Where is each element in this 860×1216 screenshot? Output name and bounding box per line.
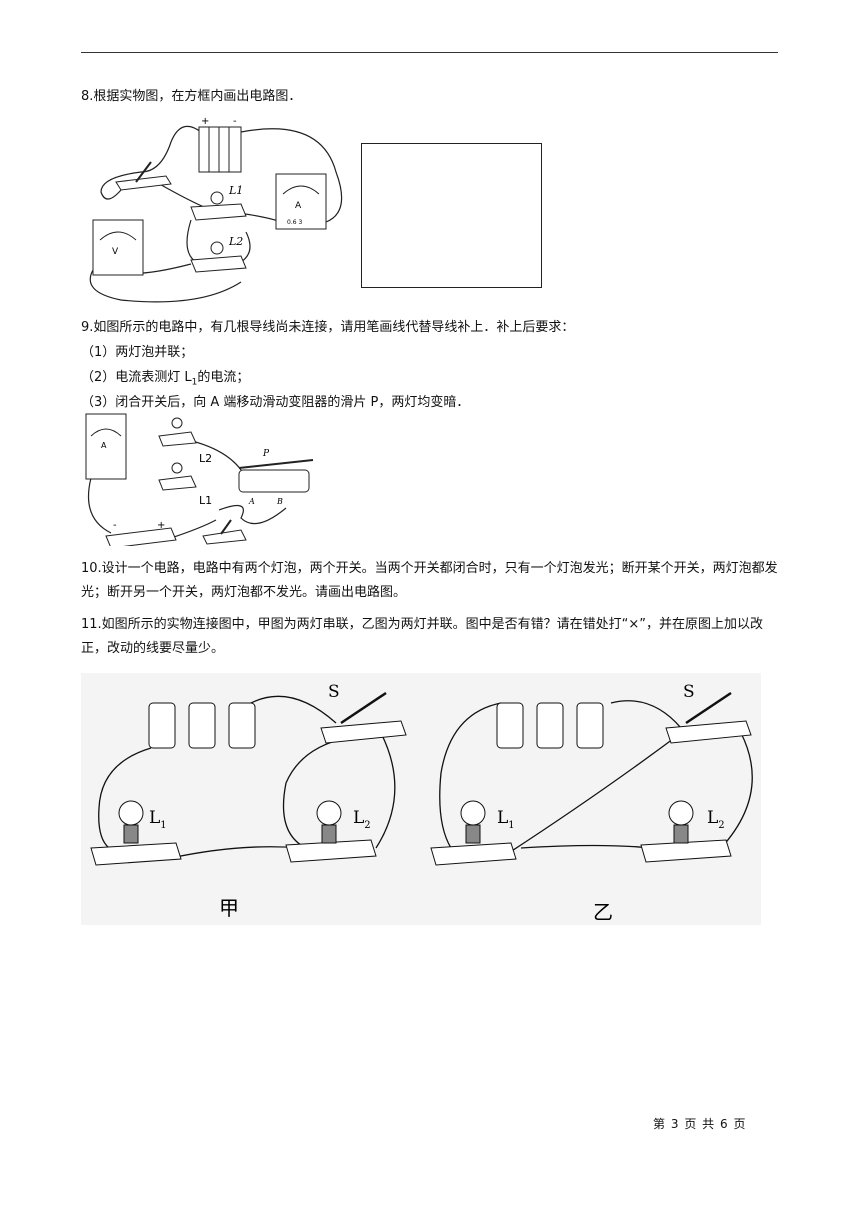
switch-label: S [683, 682, 695, 702]
ammeter-icon: A [85, 413, 127, 480]
wire [87, 477, 112, 534]
page-number: 3 [670, 1117, 679, 1131]
answer-box[interactable] [361, 143, 542, 288]
voltmeter-label: V [112, 247, 119, 257]
switch-s-icon: S [665, 682, 752, 744]
lamp-l1-icon: L1 [430, 800, 517, 866]
battery-minus-label: - [113, 520, 117, 531]
question-11-text: 11.如图所示的实物连接图中，甲图为两灯串联，乙图为两灯并联。图中是否有错？请在… [81, 617, 764, 656]
question-9-req3: （3）闭合开关后，向 A 端移动滑动变阻器的滑片 P，两灯均变暗． [81, 395, 470, 410]
wire [439, 702, 502, 849]
switch-label: S [328, 682, 340, 702]
end-b-label: B [276, 497, 283, 506]
lamp-l2-icon: L2 [190, 235, 247, 273]
switch-s-icon: S [320, 682, 407, 744]
switch-icon [115, 161, 172, 191]
wire [170, 519, 217, 539]
switch-icon [202, 519, 247, 545]
lamp-l1-icon: L1 [90, 800, 182, 866]
rheostat-icon: P A B [238, 449, 314, 506]
battery-pack-icon: + - [198, 116, 242, 173]
wire [282, 737, 347, 849]
wire [186, 219, 197, 263]
lamp-l1-icon: L1 [158, 462, 212, 507]
lamp-l2-icon: L2 [158, 417, 212, 465]
question-10-text: 10.设计一个电路，电路中有两个灯泡，两个开关。当两个开关都闭合时，只有一个灯泡… [81, 561, 778, 600]
battery-pack-icon: - + [105, 520, 177, 546]
lamp-l2-icon: L2 [640, 800, 732, 863]
lamp-l1-label: L1 [497, 808, 515, 831]
wire [250, 695, 337, 724]
wire [240, 128, 343, 223]
ammeter-label: A [295, 201, 302, 211]
lamp-l2-label: L2 [707, 808, 725, 831]
wire [500, 732, 682, 859]
wire [98, 747, 152, 849]
figure-9-circuit: A L2 L1 P A B - + [85, 413, 314, 546]
battery-cells-icon [496, 702, 604, 749]
lamp-l2-icon: L2 [285, 800, 377, 863]
wire [520, 844, 652, 849]
battery-minus-label: - [233, 116, 237, 127]
ammeter-label: A [101, 441, 107, 450]
slider-p-label: P [262, 449, 270, 459]
question-8-text: 8.根据实物图，在方框内画出电路图． [81, 89, 302, 104]
battery-plus-label: + [201, 116, 209, 127]
end-a-label: A [248, 497, 255, 506]
wire [89, 269, 242, 303]
circuit-yi: S L1 L2 乙 [430, 682, 753, 924]
ammeter-icon: A 0.6 3 [275, 173, 327, 230]
lamp-l1-icon: L1 [190, 184, 247, 221]
lamp-l2-label: L2 [199, 452, 212, 465]
question-9-req1: （1）两灯泡并联； [81, 345, 194, 360]
battery-plus-label: + [157, 520, 165, 531]
voltmeter-icon: V [92, 219, 144, 276]
circuit-jia: S L1 L2 甲 [90, 682, 407, 920]
wire [720, 732, 753, 849]
header-rule [81, 52, 778, 53]
wire [100, 125, 202, 200]
lamp-l1-label: L1 [149, 808, 167, 831]
lamp-l1-label: L1 [228, 184, 243, 197]
ammeter-scale: 0.6 3 [287, 219, 302, 226]
page-total: 6 [720, 1117, 728, 1131]
lamp-l2-label: L2 [228, 235, 243, 248]
page-footer: 第 3 页 共 6 页 [653, 1117, 746, 1131]
wire [375, 732, 396, 849]
question-9-req2: （2）电流表测灯 L1的电流； [81, 370, 250, 388]
question-9-intro: 9.如图所示的电路中，有几根导线尚未连接，请用笔画线代替导线补上．补上后要求： [81, 320, 575, 335]
lamp-l1-label: L1 [199, 494, 212, 507]
battery-cells-icon [148, 702, 256, 749]
figure-8-circuit: + - L1 L2 A 0.6 3 V [89, 116, 343, 303]
wire [218, 504, 287, 525]
lamp-l2-label: L2 [353, 808, 371, 831]
caption-jia: 甲 [219, 896, 239, 920]
wire [610, 700, 682, 729]
caption-yi: 乙 [593, 900, 613, 924]
figure-11-circuits: S L1 L2 甲 [81, 673, 761, 925]
